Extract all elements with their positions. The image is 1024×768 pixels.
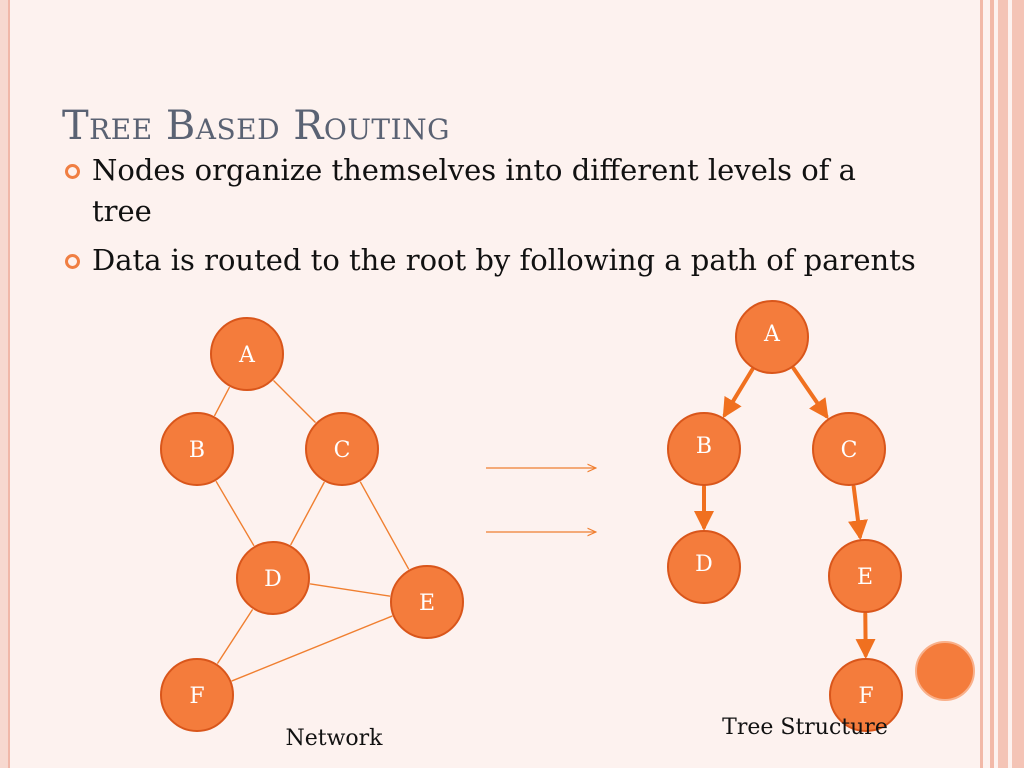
bullet-list: Nodes organize themselves into different… [62,150,942,289]
right-decorative-border [980,0,1024,768]
bullet-text: Data is routed to the root by following … [92,243,916,277]
network-edge-b-d [215,481,255,546]
tree-node-a [735,300,809,374]
network-edge-a-c [273,380,316,423]
tree-caption: Tree Structure [722,715,888,740]
network-node-label: E [419,591,435,616]
bullet-item: Data is routed to the root by following … [62,240,942,281]
tree-node-c [812,412,886,486]
ring-bullet-icon [65,254,80,269]
network-node-label: A [238,343,256,368]
tree-node-e [828,539,902,613]
tree-node-b [667,412,741,486]
network-caption: Network [285,726,383,751]
slide-title: Tree Based Routing [62,103,451,149]
tree-node-label: B [696,434,712,459]
network-node-d [236,541,310,615]
network-edge-d-e [309,583,391,597]
decorative-orange-circle [915,641,975,701]
bullet-text: Nodes organize themselves into different… [92,153,856,228]
tree-node-label: D [695,552,713,577]
network-edge-f-e [231,615,393,682]
ring-bullet-icon [65,164,80,179]
tree-edge-a-c [791,366,829,420]
network-node-label: F [189,684,204,709]
network-node-label: B [189,438,205,463]
network-edge-c-d [290,481,325,546]
network-node-e [390,565,464,639]
network-node-label: D [264,567,282,592]
tree-edge-a-b [722,367,755,419]
tree-node-label: A [763,322,781,347]
tree-node-d [667,530,741,604]
tree-node-label: E [857,565,873,590]
tree-node-f [829,658,903,732]
network-edge-d-f [216,609,254,664]
transition-arrows [486,468,596,532]
tree-graph: A B C D E F Tree Structure [667,300,903,740]
network-edge-a-b [213,386,231,417]
network-edge-c-e [359,481,410,570]
network-node-a [210,317,284,391]
left-decorative-border [0,0,10,768]
network-graph: A B C D E F Network [160,317,464,751]
network-node-label: C [334,438,351,463]
tree-node-label: C [841,438,858,463]
tree-edge-c-e [848,484,868,541]
network-node-f [160,658,234,732]
network-node-c [305,412,379,486]
network-node-b [160,412,234,486]
bullet-item: Nodes organize themselves into different… [62,150,942,232]
tree-node-label: F [858,684,873,709]
